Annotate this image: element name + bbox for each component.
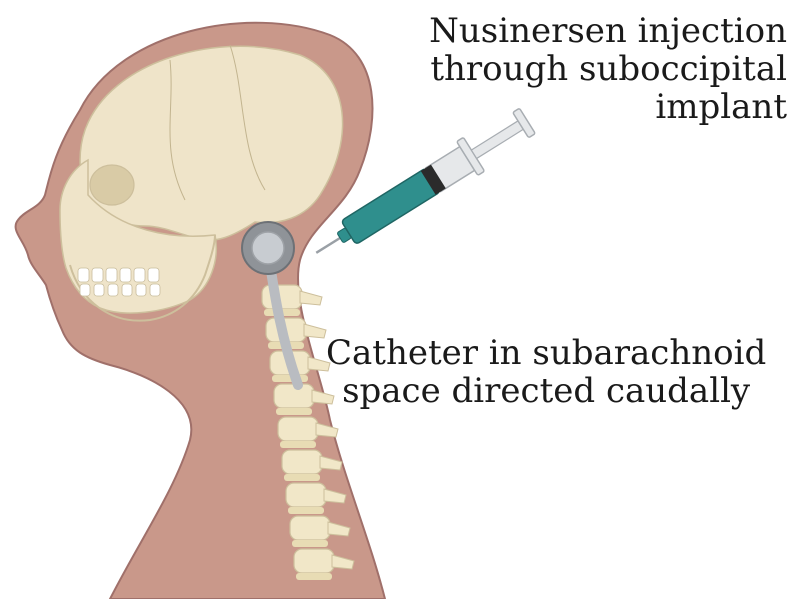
- injection-caption: Nusinersen injection through suboccipita…: [429, 12, 787, 126]
- injection-caption-line-2: through suboccipital: [429, 50, 787, 88]
- tooth: [122, 284, 132, 296]
- tooth: [80, 284, 90, 296]
- vertebra: [294, 549, 334, 573]
- spinous-process: [304, 324, 326, 338]
- catheter-caption-line-2: space directed caudally: [326, 372, 766, 410]
- tooth: [106, 268, 117, 282]
- tooth: [92, 268, 103, 282]
- tooth: [148, 268, 159, 282]
- vertebra: [282, 450, 322, 474]
- vertebra: [278, 417, 318, 441]
- tooth: [94, 284, 104, 296]
- plunger-rod: [471, 121, 523, 159]
- spinous-process: [300, 291, 322, 305]
- tooth: [136, 284, 146, 296]
- tooth: [120, 268, 131, 282]
- eye-socket: [90, 165, 134, 205]
- intervertebral-disc: [296, 573, 332, 580]
- catheter-caption: Catheter in subarachnoid space directed …: [326, 334, 766, 410]
- intervertebral-disc: [288, 507, 324, 514]
- vertebra: [262, 285, 302, 309]
- injection-caption-line-3: implant: [429, 88, 787, 126]
- tooth: [134, 268, 145, 282]
- tooth: [78, 268, 89, 282]
- tooth: [150, 284, 160, 296]
- intervertebral-disc: [284, 474, 320, 481]
- intervertebral-disc: [292, 540, 328, 547]
- port-inner-disc: [252, 232, 284, 264]
- catheter-caption-line-1: Catheter in subarachnoid: [326, 334, 766, 372]
- vertebra: [286, 483, 326, 507]
- intervertebral-disc: [276, 408, 312, 415]
- vertebra: [290, 516, 330, 540]
- suboccipital-port: [242, 222, 294, 274]
- intervertebral-disc: [280, 441, 316, 448]
- injection-caption-line-1: Nusinersen injection: [429, 12, 787, 50]
- needle: [316, 238, 340, 253]
- tooth: [108, 284, 118, 296]
